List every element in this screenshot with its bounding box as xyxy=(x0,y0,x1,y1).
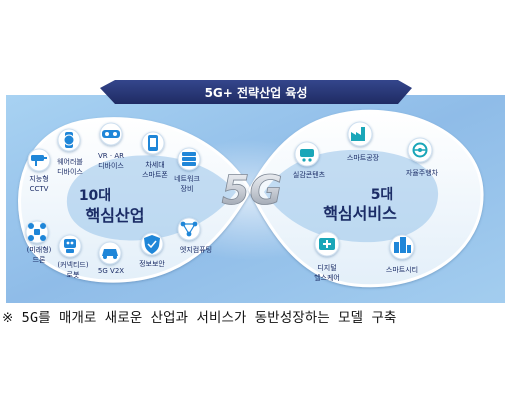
left-loop-count: 10대 xyxy=(79,188,111,204)
robot-icon xyxy=(64,239,76,253)
service-label-line1: 실감콘텐츠 xyxy=(293,170,326,179)
industry-label-line1: 정보보안 xyxy=(139,259,165,268)
industry-label-line1: (미래형) xyxy=(27,245,52,254)
industry-item: 지능형 CCTV xyxy=(27,148,51,193)
vr-headset-icon xyxy=(102,130,120,138)
industry-label-line1: 지능형 xyxy=(29,174,48,183)
industry-item: 엣지컴퓨팅 xyxy=(177,217,212,254)
steering-icon xyxy=(412,142,428,158)
service-label-line2: 헬스케어 xyxy=(314,273,340,282)
industry-label-line1: 5G V2X xyxy=(98,267,124,275)
content-icon xyxy=(300,149,314,162)
service-item: 자율주행차 xyxy=(406,137,439,177)
footnote-caption: ※ 5G를 매개로 새로운 산업과 서비스가 동반성장하는 모델 구축 xyxy=(2,311,397,326)
title-banner: 5G+ 전략산업 육성 xyxy=(100,80,412,104)
industry-label-line2: CCTV xyxy=(30,185,49,193)
service-label-line1: 스마트시티 xyxy=(386,265,418,274)
service-label-line1: 자율주행차 xyxy=(406,168,439,177)
cctv-icon xyxy=(31,155,47,166)
server-icon xyxy=(182,152,196,166)
right-loop-inner xyxy=(264,149,439,243)
page-title: 5G+ 전략산업 육성 xyxy=(205,85,308,100)
service-label-line1: 스마트공장 xyxy=(347,153,380,162)
service-item: 디지털 헬스케어 xyxy=(314,231,340,282)
shield-icon xyxy=(144,235,160,254)
industry-item: 네트워크 장비 xyxy=(174,147,201,193)
factory-icon xyxy=(351,127,365,141)
service-item: 스마트시티 xyxy=(386,234,418,274)
smartphone-icon xyxy=(148,135,158,151)
medical-kit-icon xyxy=(319,238,335,250)
service-label-line1: 디지털 xyxy=(317,263,336,272)
industry-label-line1: 네트워크 xyxy=(174,174,200,183)
service-item: 스마트공장 xyxy=(347,121,380,162)
wearable-icon xyxy=(63,132,75,148)
industry-item: 정보보안 xyxy=(139,232,165,268)
industry-label-line1: 웨어러블 xyxy=(57,157,83,166)
service-item: 실감콘텐츠 xyxy=(293,141,326,179)
industry-label-line1: VR · AR xyxy=(98,152,124,160)
industry-label-line2: 장비 xyxy=(181,184,194,193)
edge-computing-icon xyxy=(180,221,198,237)
right-loop-count: 5대 xyxy=(371,187,394,203)
industry-item: (미래형) 드론 xyxy=(25,220,52,264)
industry-label-line2: 디바이스 xyxy=(98,161,124,170)
industry-label-line2: 드론 xyxy=(33,256,46,264)
car-icon xyxy=(102,249,118,259)
center-5g-label: 5G xyxy=(222,168,283,214)
industry-label-line2: 디바이스 xyxy=(57,167,83,176)
industry-label-line2: 로봇 xyxy=(67,271,80,279)
industry-label-line1: 엣지컴퓨팅 xyxy=(180,245,212,254)
industry-label-line1: 차세대 xyxy=(145,160,164,169)
industry-label-line2: 스마트폰 xyxy=(142,170,168,179)
industry-item: 5G V2X xyxy=(98,241,124,275)
industry-item: (커넥티드) 로봇 xyxy=(57,234,89,279)
city-icon xyxy=(394,237,411,253)
industry-item: 차세대 스마트폰 xyxy=(141,131,168,179)
drone-icon xyxy=(28,223,46,241)
right-loop-name: 핵심서비스 xyxy=(323,204,397,223)
industry-item: VR · AR 디바이스 xyxy=(98,122,124,170)
industry-label-line1: (커넥티드) xyxy=(57,260,88,269)
industry-item: 웨어러블 디바이스 xyxy=(57,128,83,176)
left-loop-name: 핵심산업 xyxy=(86,206,145,225)
